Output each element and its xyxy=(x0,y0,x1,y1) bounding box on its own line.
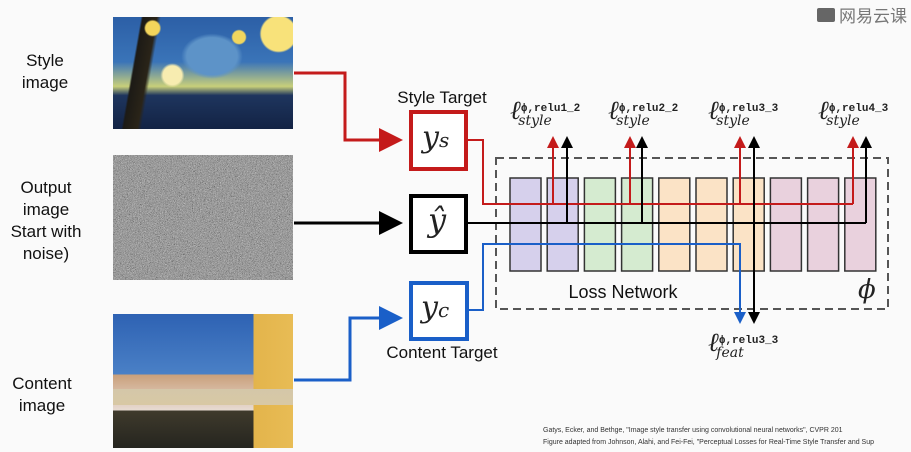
network-blocks xyxy=(509,177,877,272)
loss-network-label: Loss Network xyxy=(568,282,678,302)
network-block xyxy=(844,177,877,272)
ell-symbol: ℓ xyxy=(708,96,719,126)
style-target-symbol: ys xyxy=(422,120,449,155)
network-block xyxy=(695,177,728,272)
loss-superscript: ϕ,relu3_3 xyxy=(718,335,779,347)
content-image-label: Content image xyxy=(12,374,72,415)
loss-superscript: ϕ,relu2_2 xyxy=(618,103,679,115)
s-subscript: s xyxy=(438,128,450,152)
ell-symbol: ℓ xyxy=(708,328,719,358)
citation-gatys: Gatys, Ecker, and Bethge, "Image style t… xyxy=(543,427,843,434)
output-box xyxy=(409,194,468,254)
content-target-box xyxy=(409,281,469,341)
phi-symbol: ϕ xyxy=(858,275,876,305)
network-block xyxy=(583,177,617,272)
style-target-box xyxy=(409,110,468,171)
loss-subscript: style xyxy=(826,113,860,129)
output-label-line: Output xyxy=(20,178,72,197)
loss-subscript: feat xyxy=(716,345,744,361)
style-loss-relu2-2: ℓϕ,relu2_2style xyxy=(608,96,678,129)
network-block xyxy=(732,177,765,272)
output-symbol: ŷ xyxy=(428,201,447,239)
output-image-label: Output image Start with noise) xyxy=(0,177,92,265)
loss-network-boundary xyxy=(495,157,889,310)
style-image-label: Style image xyxy=(21,51,69,92)
network-block xyxy=(806,177,840,272)
style-input-arrow xyxy=(294,71,403,152)
content-target-title: Content Target xyxy=(386,343,498,362)
noise-texture xyxy=(113,155,293,280)
loss-subscript: style xyxy=(716,113,750,129)
ell-symbol: ℓ xyxy=(510,96,521,126)
content-input-arrow xyxy=(294,306,403,382)
content-image xyxy=(113,314,293,448)
loss-superscript: ϕ,relu1_2 xyxy=(520,103,581,115)
loss-superscript: ϕ,relu3_3 xyxy=(718,103,779,115)
ell-symbol: ℓ xyxy=(818,96,829,126)
content-target-symbol: yc xyxy=(421,290,449,325)
network-block xyxy=(658,177,691,272)
output-label-line: image xyxy=(22,200,70,219)
style-loss-relu3-3: ℓϕ,relu3_3style xyxy=(708,96,778,129)
network-block xyxy=(769,177,803,272)
loss-superscript: ϕ,relu4_3 xyxy=(828,103,889,115)
y-symbol: y xyxy=(422,120,439,155)
style-target-title: Style Target xyxy=(397,88,487,107)
feat-loss-relu3-3: ℓϕ,relu3_3feat xyxy=(708,328,778,361)
content-feature-line xyxy=(467,243,746,324)
loss-subscript: style xyxy=(518,113,552,129)
loss-subscript: style xyxy=(616,113,650,129)
noise-image xyxy=(113,155,293,280)
watermark-text: 网易云课 xyxy=(839,7,907,26)
y-symbol: y xyxy=(421,290,438,325)
output-label-line: noise) xyxy=(22,244,70,263)
citation-johnson: Figure adapted from Johnson, Alahi, and … xyxy=(543,439,875,446)
style-image xyxy=(113,17,293,129)
network-block xyxy=(620,177,654,272)
c-subscript: c xyxy=(437,298,450,322)
style-feature-line xyxy=(466,139,853,205)
network-block xyxy=(546,177,579,272)
style-loss-relu4-3: ℓϕ,relu4_3style xyxy=(818,96,888,129)
chat-bubble-icon xyxy=(817,7,835,22)
style-loss-relu1-2: ℓϕ,relu1_2style xyxy=(510,96,580,129)
watermark: 网易云课 xyxy=(817,2,907,27)
ell-symbol: ℓ xyxy=(608,96,619,126)
output-label-line: Start with xyxy=(10,222,82,241)
network-block xyxy=(509,177,542,272)
